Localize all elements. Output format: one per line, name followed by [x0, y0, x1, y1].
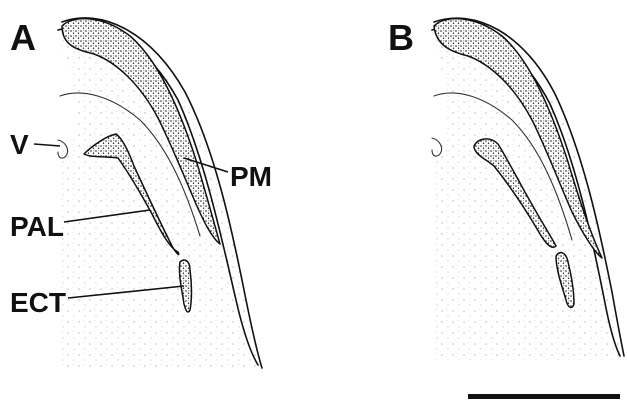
panel-b: B [388, 17, 624, 399]
ect-label: ECT [10, 287, 66, 318]
panel-a-letter: A [10, 17, 36, 58]
pal-label: PAL [10, 211, 64, 242]
pm-label: PM [230, 161, 272, 192]
panel-b-letter: B [388, 17, 414, 58]
v-label: V [10, 129, 29, 160]
v-leader-line [34, 144, 60, 146]
panel-a: A V PM PAL ECT [10, 17, 272, 368]
scale-bar [468, 394, 620, 399]
